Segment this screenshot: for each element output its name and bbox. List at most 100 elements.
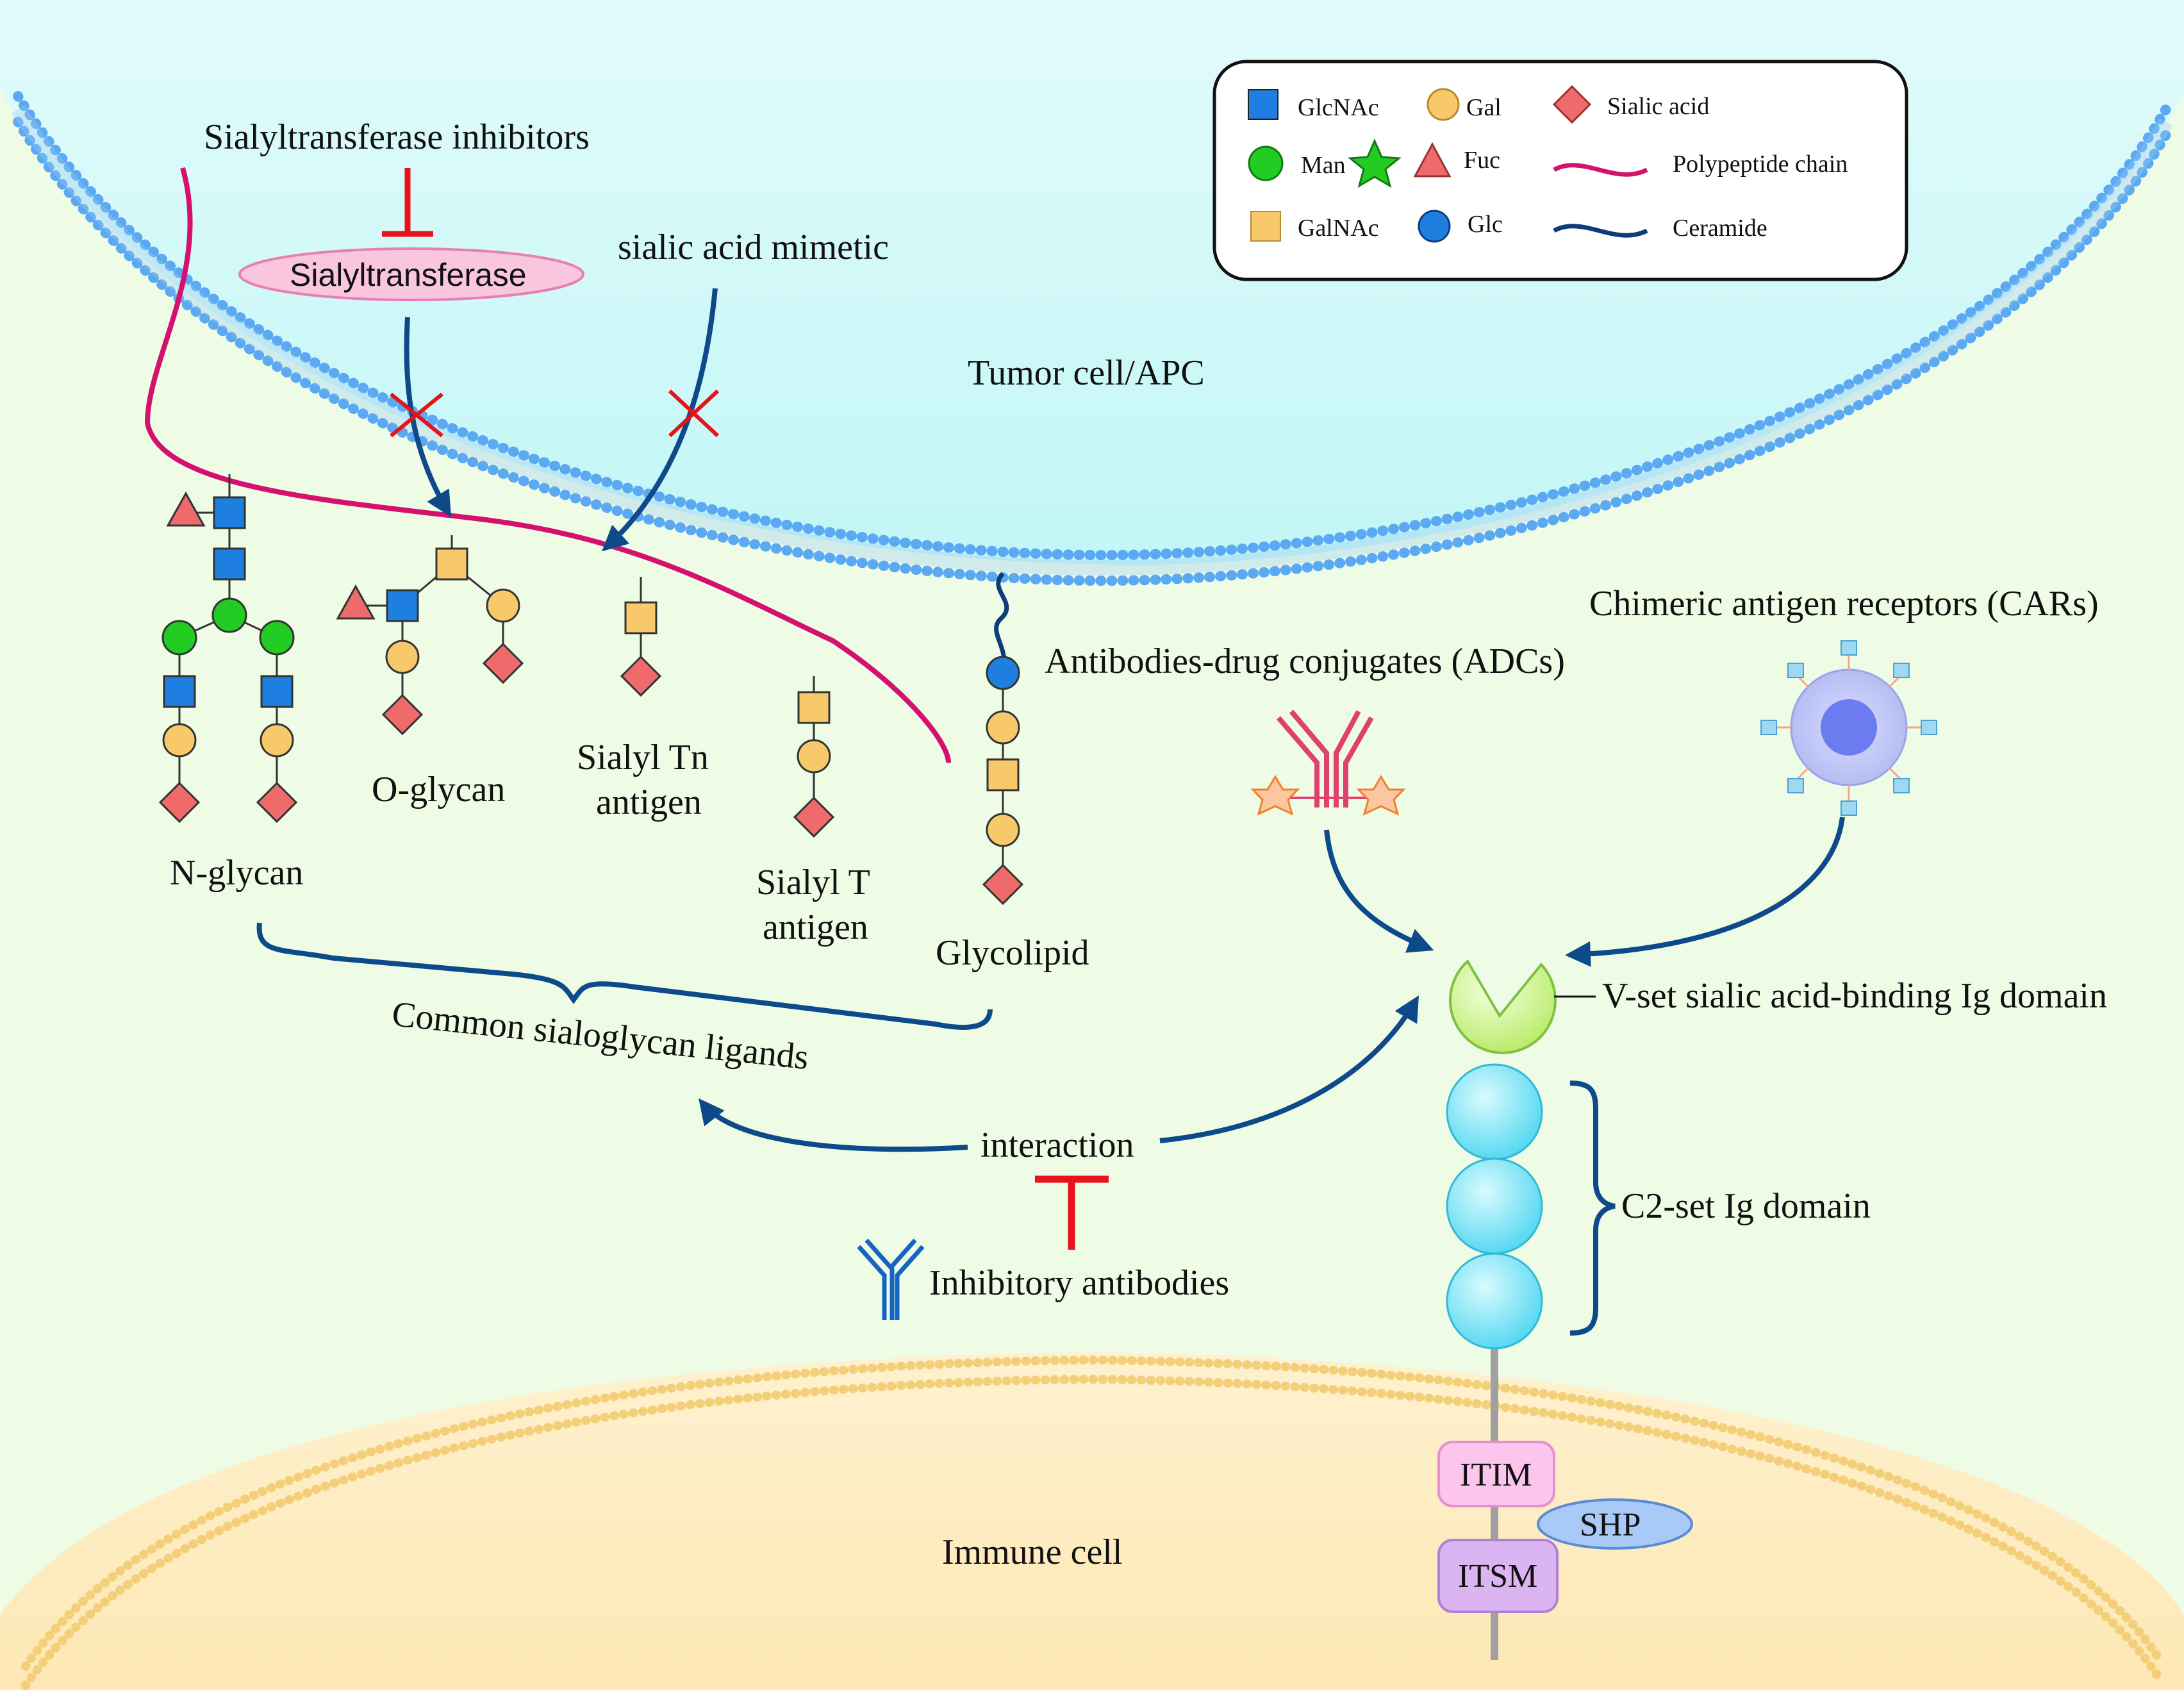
o-glycan-label: O-glycan <box>372 770 505 809</box>
inhibitory-antibody-icon <box>857 1238 925 1320</box>
glycolipid-label: Glycolipid <box>936 933 1089 973</box>
n-glycan-sia-left <box>158 781 201 824</box>
sialyl-t-label-1: Sialyl T <box>756 863 870 902</box>
n-glycan-structure <box>158 474 298 824</box>
tumor-cell-membrane <box>13 91 2171 561</box>
legend: GlcNAc Gal Sialic acid Man Fuc Polypepti… <box>1212 60 1908 281</box>
itim-label: ITIM <box>1460 1457 1532 1493</box>
interaction-label: interaction <box>980 1125 1134 1165</box>
adc-drug-right-icon <box>1356 775 1406 816</box>
glycolipid-structure <box>982 656 1024 906</box>
n-glycan-gal-left <box>162 723 197 758</box>
o-glycan-gal-right <box>486 588 520 623</box>
glycolipid-sia <box>982 863 1024 906</box>
o-glycan-sia-right <box>482 642 524 684</box>
sialyl-t-galnac <box>797 691 831 724</box>
car-cell-icon <box>1760 640 1937 816</box>
c2set-label: C2-set Ig domain <box>1621 1186 1871 1226</box>
o-glycan-gal-left <box>385 640 420 674</box>
o-glycan-fuc <box>336 584 376 620</box>
itim-box <box>1437 1441 1555 1507</box>
glycolipid-ceramide <box>994 572 1009 670</box>
n-glycan-man-right <box>259 620 295 656</box>
polypeptide-chain <box>144 167 951 763</box>
c2set-bracket <box>1569 1081 1616 1336</box>
tumor-cell-label: Tumor cell/APC <box>968 353 1205 393</box>
vset-domain <box>1448 959 1557 1054</box>
c2-domain-1 <box>1446 1063 1543 1161</box>
n-glycan-fuc <box>166 491 206 527</box>
sialyl-t-sia <box>793 796 835 838</box>
legend-polypeptide: Polypeptide chain <box>1673 151 1848 178</box>
n-glycan-sia-right <box>256 781 298 824</box>
n-glycan-glcnac-right <box>260 675 294 708</box>
galnac-legend-icon <box>1250 211 1281 242</box>
shp-ellipse <box>1537 1498 1693 1550</box>
itsm-label: ITSM <box>1458 1558 1537 1595</box>
glycolipid-glc <box>986 656 1020 690</box>
arrow-interaction-right <box>1159 995 1419 1143</box>
glycolipid-gal-1 <box>986 710 1020 745</box>
common-ligands-brace <box>256 922 993 1031</box>
glcnac-legend-icon <box>1248 89 1278 120</box>
legend-glcnac: GlcNAc <box>1298 94 1379 121</box>
glycolipid-galnac <box>986 758 1020 791</box>
man-legend-icon <box>1248 145 1284 181</box>
n-glycan-glcnac-1 <box>213 496 246 529</box>
o-glycan-galnac <box>435 547 468 581</box>
sialyltransferase-inhibitors-label: Sialyltransferase inhibitors <box>204 117 590 157</box>
arrow-interaction-left <box>699 1098 968 1152</box>
n-glycan-glcnac-2 <box>213 547 246 581</box>
vset-label: V-set sialic acid-binding Ig domain <box>1602 976 2107 1016</box>
ceramide-legend-icon <box>1553 224 1648 238</box>
sialyltransferase-label: Sialyltransferase <box>290 257 527 293</box>
man-star-legend-icon <box>1348 138 1402 188</box>
n-glycan-glcnac-left <box>163 675 196 708</box>
adcs-label: Antibodies-drug conjugates (ADCs) <box>1045 642 1565 681</box>
sialic-acid-mimetic-label: sialic acid mimetic <box>618 228 889 267</box>
sialyl-tn-label-2: antigen <box>596 783 702 822</box>
itsm-box <box>1437 1539 1559 1613</box>
immune-cell-membrane <box>21 1355 2164 1671</box>
adc-drug-left-icon <box>1250 775 1300 816</box>
x-mark-sialyltransferase <box>390 392 443 438</box>
legend-man: Man <box>1301 152 1346 179</box>
sialyl-tn-galnac <box>624 601 658 634</box>
arrow-adc <box>1324 829 1434 953</box>
inhibit-bar-interaction <box>1035 1175 1109 1250</box>
o-glycan-structure <box>336 535 524 736</box>
c2-domain-3 <box>1446 1252 1543 1350</box>
inhibitory-antibodies-label: Inhibitory antibodies <box>929 1263 1229 1303</box>
legend-glc: Glc <box>1468 211 1503 238</box>
immune-cell-body <box>0 1352 2184 1690</box>
gal-legend-icon <box>1427 88 1460 121</box>
cars-label: Chimeric antigen receptors (CARs) <box>1589 584 2099 624</box>
sialyl-t-label-2: antigen <box>763 907 868 947</box>
shp-label: SHP <box>1580 1507 1641 1543</box>
arrow-sialic-acid-mimetic <box>602 288 718 552</box>
sialyl-t-structure <box>793 676 835 838</box>
o-glycan-glcnac <box>386 589 419 622</box>
n-glycan-label: N-glycan <box>170 853 303 893</box>
n-glycan-gal-right <box>260 723 294 758</box>
arrow-car <box>1565 816 1845 967</box>
legend-galnac: GalNAc <box>1298 215 1379 242</box>
n-glycan-man-left <box>161 620 197 656</box>
n-glycan-man-core <box>211 597 247 633</box>
sialyl-t-gal <box>797 739 831 774</box>
fuc-legend-icon <box>1413 142 1452 178</box>
immune-cell-label: Immune cell <box>942 1532 1122 1572</box>
legend-ceramide: Ceramide <box>1673 215 1767 242</box>
sialic-acid-legend-icon <box>1552 85 1592 124</box>
sialyltransferase-enzyme <box>238 247 584 301</box>
o-glycan-sia-left <box>381 693 424 736</box>
glc-legend-icon <box>1418 210 1451 243</box>
legend-gal: Gal <box>1466 94 1502 121</box>
sialyl-tn-label-1: Sialyl Tn <box>577 738 709 777</box>
legend-sialic-acid: Sialic acid <box>1607 93 1709 120</box>
sialyl-tn-structure <box>620 577 662 697</box>
glycolipid-gal-2 <box>986 813 1020 847</box>
sialyl-tn-sia <box>620 655 662 697</box>
inhibit-bar-sialyltransferase <box>382 168 433 237</box>
